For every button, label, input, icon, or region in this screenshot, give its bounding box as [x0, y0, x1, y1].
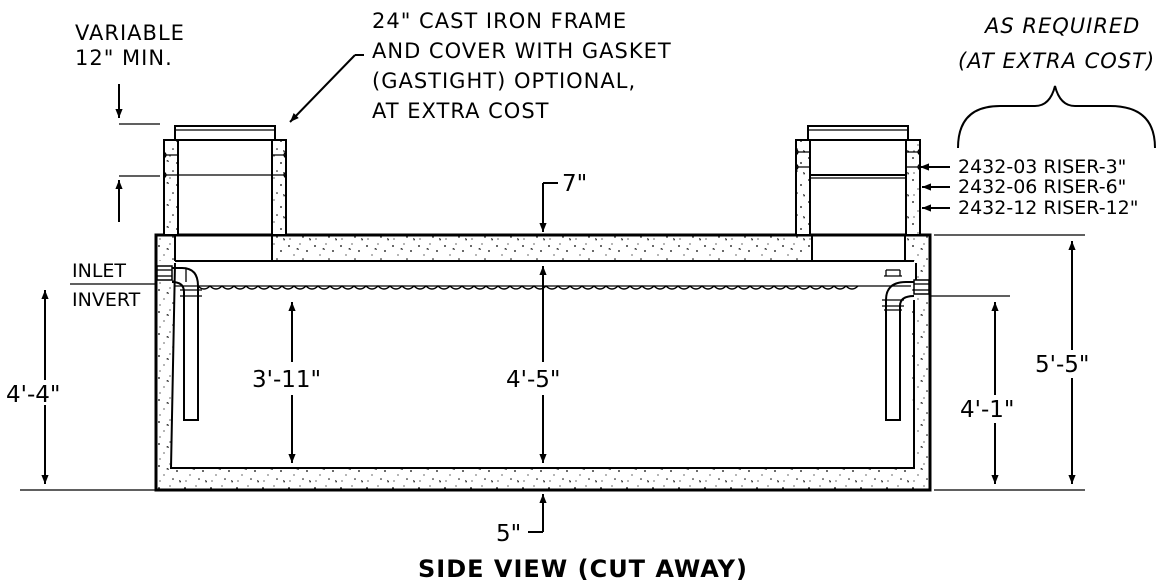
right-wall	[911, 262, 929, 470]
frame-label-2: AND COVER WITH GASKET	[372, 39, 672, 63]
bottom-slab	[157, 468, 929, 490]
liquid-depth-text: 3'-11"	[252, 367, 321, 393]
extra-cost-label: (AT EXTRA COST)	[958, 49, 1155, 73]
invert-label: INVERT	[72, 289, 141, 311]
outlet-pipe	[882, 269, 930, 421]
interior-height-text: 4'-5"	[506, 367, 560, 393]
top-thickness-text: 7"	[562, 171, 587, 197]
liquid-surface	[197, 285, 859, 290]
drawing-title: SIDE VIEW (CUT AWAY)	[418, 555, 748, 583]
frame-label-3: (GASTIGHT) OPTIONAL,	[372, 69, 636, 93]
top-thickness-dimension	[539, 182, 558, 232]
left-wall	[157, 262, 175, 470]
as-required-brace	[957, 85, 1156, 149]
riser-3-label: 2432-03 RISER-3"	[958, 156, 1126, 178]
overall-height-text: 5'-5"	[1035, 352, 1089, 378]
as-required-label: AS REQUIRED	[983, 14, 1140, 38]
inlet-height-text: 4'-4"	[6, 382, 60, 408]
inlet-pipe	[156, 265, 202, 421]
outlet-height-text: 4'-1"	[960, 397, 1014, 423]
left-riser-stack	[163, 125, 287, 236]
inlet-label: INLET	[72, 260, 126, 282]
outlet-height-dimension	[929, 295, 1010, 484]
overall-height-dimension	[934, 234, 1085, 491]
cast-iron-frame-cover	[174, 125, 276, 141]
tank	[154, 233, 932, 492]
top-slab	[272, 236, 812, 261]
riser-6-label: 2432-06 RISER-6"	[958, 176, 1126, 198]
right-riser-stack	[795, 125, 921, 236]
frame-leader	[289, 54, 356, 123]
variable-label: VARIABLE	[75, 21, 185, 45]
bottom-thickness-text: 5"	[496, 521, 521, 547]
top-slab-left	[157, 236, 175, 261]
frame-label-4: AT EXTRA COST	[372, 99, 549, 123]
top-slab-right	[905, 236, 929, 261]
min-label: 12" MIN.	[75, 46, 173, 70]
variable-dimension	[115, 84, 160, 222]
bottom-thickness-dimension	[528, 494, 547, 533]
riser-12-label: 2432-12 RISER-12"	[958, 197, 1139, 219]
frame-label-1: 24" CAST IRON FRAME	[372, 9, 627, 33]
